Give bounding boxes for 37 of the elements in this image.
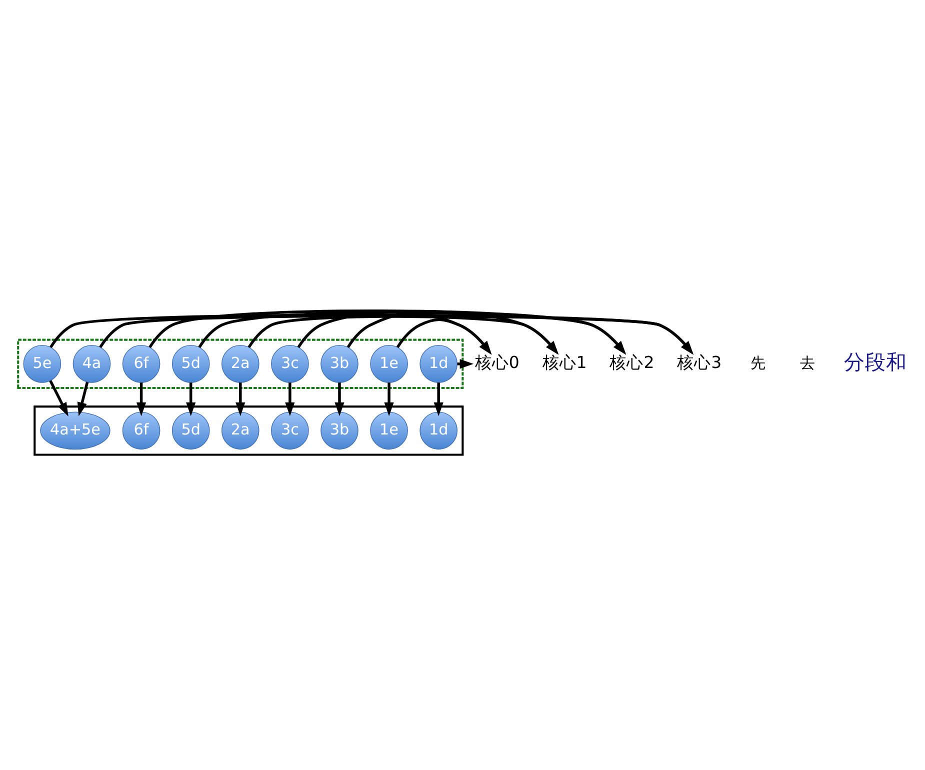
node-circle: 1e bbox=[370, 411, 408, 450]
cluster bbox=[17, 338, 464, 389]
arrow bbox=[136, 382, 146, 416]
node-circle: 3b bbox=[320, 344, 358, 382]
arrow bbox=[77, 381, 89, 416]
node-text: 核心2 bbox=[610, 352, 654, 372]
node-circle: 1e bbox=[370, 344, 408, 382]
node-circle: 4a bbox=[72, 344, 111, 382]
label: 分段和 bbox=[844, 350, 908, 374]
arrow bbox=[434, 382, 444, 416]
node-circle: 2a bbox=[221, 344, 260, 382]
node-circle: 3b bbox=[320, 411, 358, 450]
node-circle: 5d bbox=[172, 344, 210, 382]
label: 去 bbox=[800, 353, 815, 372]
arrow bbox=[396, 318, 492, 354]
label: 先 bbox=[750, 353, 766, 372]
node-text: 核心1 bbox=[542, 352, 587, 372]
node-circle: 3c bbox=[271, 344, 309, 382]
arrow bbox=[334, 382, 344, 416]
cluster bbox=[34, 405, 464, 456]
arrow bbox=[384, 382, 394, 416]
arrow bbox=[236, 382, 246, 416]
node-circle: 1d bbox=[420, 344, 458, 382]
node-circle: 5e bbox=[23, 344, 62, 382]
arrow bbox=[49, 380, 68, 416]
node-circle: 3c bbox=[271, 411, 309, 450]
node-text: 核心0 bbox=[474, 352, 520, 372]
node-circle: 2a bbox=[221, 411, 260, 450]
node-circle: 6f bbox=[122, 344, 160, 382]
arrow bbox=[248, 314, 559, 354]
node-circle: 6f bbox=[122, 411, 160, 450]
arrow bbox=[285, 382, 295, 416]
node-circle: 5d bbox=[172, 411, 210, 450]
node-circle: 1d bbox=[420, 411, 458, 450]
node-text: 核心3 bbox=[677, 352, 722, 372]
node-ellipse: 4a+5e bbox=[40, 411, 110, 450]
arrow bbox=[186, 382, 196, 416]
